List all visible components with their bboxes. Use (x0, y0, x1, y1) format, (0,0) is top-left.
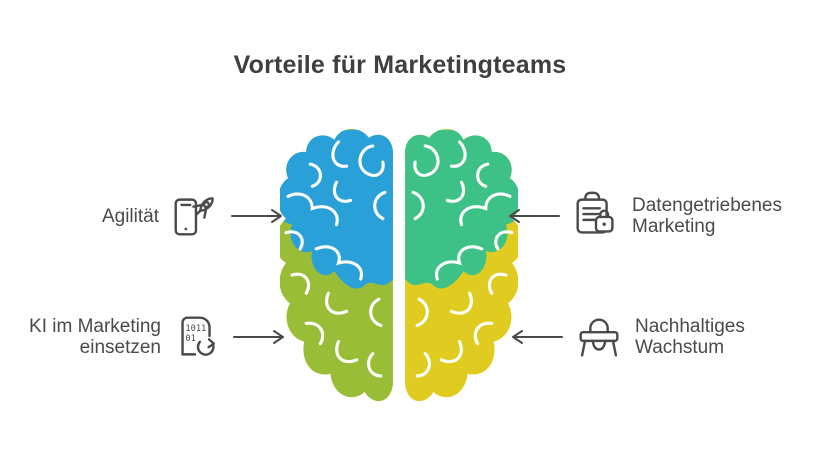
clipboard-lock-icon (576, 191, 614, 234)
callout-ki-im-marketing: KI im Marketing einsetzen 1011 01 (29, 310, 285, 364)
brain-right-hemisphere (404, 129, 518, 402)
arrow-right-icon (231, 209, 282, 223)
callout-label: KI im Marketing einsetzen (29, 316, 161, 358)
desk-icon (579, 318, 619, 357)
arrow-left-icon (512, 330, 563, 344)
smartphone-rocket-icon (174, 197, 214, 236)
binary-text-2: 01 (185, 334, 195, 344)
callout-label: Datengetriebenes Marketing (632, 195, 782, 237)
callout-label: Agilität (101, 205, 159, 227)
brain-illustration (280, 129, 518, 402)
page-title: Vorteile für Marketingteams (233, 51, 567, 79)
arrow-left-icon (509, 209, 560, 223)
callout-label: Nachhaltiges Wachstum (635, 316, 745, 358)
binary-text-1: 1011 (185, 324, 206, 334)
callout-agilitaet: Agilität (102, 189, 283, 243)
brain-left-hemisphere (280, 129, 394, 402)
callout-nachhaltiges-wachstum: Nachhaltiges Wachstum (511, 310, 745, 364)
ai-document-refresh-icon: 1011 01 (181, 316, 216, 356)
callout-datengetriebenes-marketing: Datengetriebenes Marketing (508, 189, 782, 243)
arrow-right-icon (233, 330, 284, 344)
